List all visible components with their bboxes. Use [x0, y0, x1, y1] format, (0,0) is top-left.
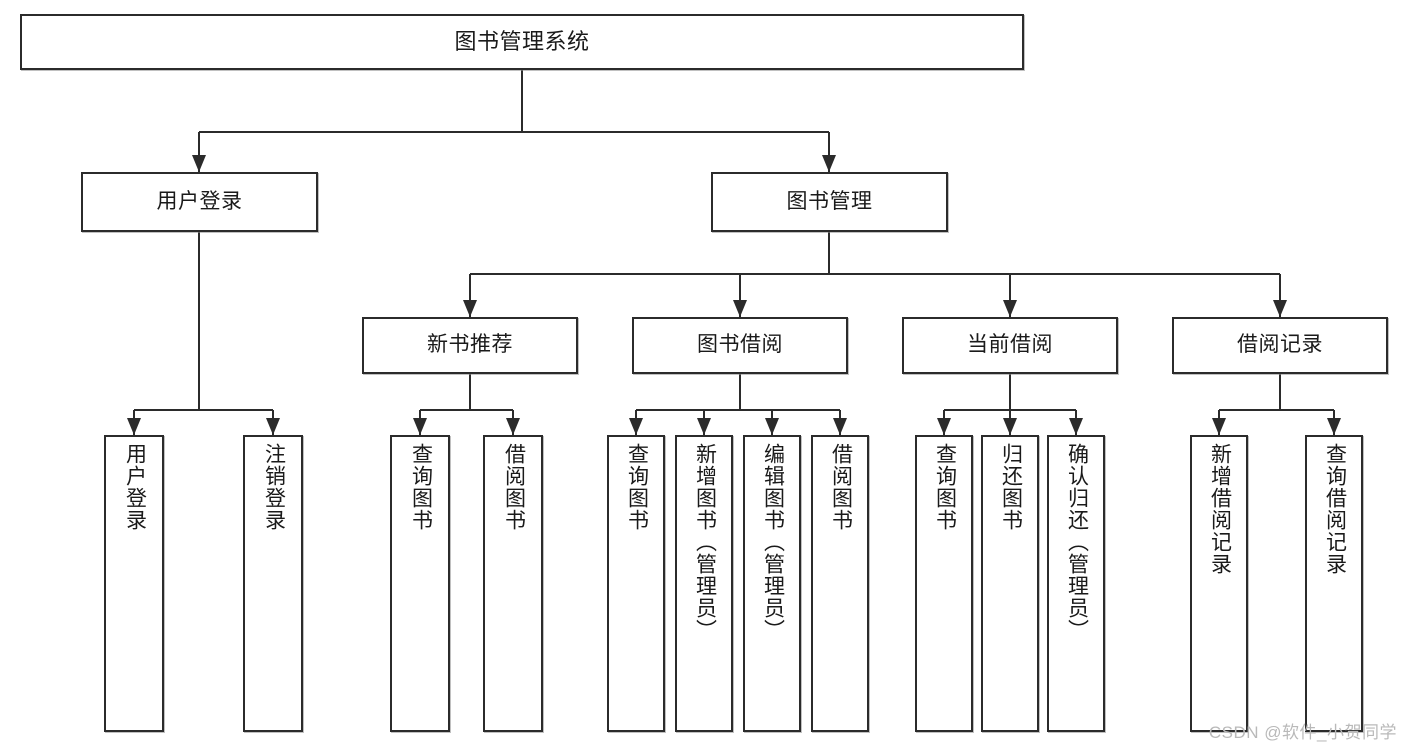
node-user-login[interactable]: 用户登录 [81, 172, 318, 232]
node-label: 当前借阅 [967, 333, 1053, 357]
node-leaf-query-book-3[interactable]: 查询图书 [915, 435, 973, 732]
node-leaf-borrow-book-1[interactable]: 借阅图书 [483, 435, 543, 732]
node-label: 编辑图书（管理员） [761, 443, 785, 641]
node-leaf-query-record[interactable]: 查询借阅记录 [1305, 435, 1363, 732]
node-leaf-edit-book[interactable]: 编辑图书（管理员） [743, 435, 801, 732]
node-leaf-query-book-2[interactable]: 查询图书 [607, 435, 665, 732]
node-label: 借阅图书 [502, 443, 526, 531]
node-leaf-user-login[interactable]: 用户登录 [104, 435, 164, 732]
csdn-watermark: CSDN @软件_小贺同学 [1208, 723, 1397, 742]
node-label: 确认归还（管理员） [1065, 443, 1089, 641]
node-leaf-confirm-return[interactable]: 确认归还（管理员） [1047, 435, 1105, 732]
node-borrow-record[interactable]: 借阅记录 [1172, 317, 1388, 374]
node-label: 注销登录 [262, 443, 286, 531]
node-label: 用户登录 [123, 443, 147, 531]
node-leaf-user-logout[interactable]: 注销登录 [243, 435, 303, 732]
node-label: 新增图书（管理员） [693, 443, 717, 641]
node-label: 图书管理系统 [454, 29, 590, 55]
node-leaf-add-book[interactable]: 新增图书（管理员） [675, 435, 733, 732]
node-leaf-return-book[interactable]: 归还图书 [981, 435, 1039, 732]
node-label: 查询图书 [933, 443, 957, 531]
node-label: 图书借阅 [697, 333, 783, 357]
node-leaf-borrow-book-2[interactable]: 借阅图书 [811, 435, 869, 732]
node-label: 新书推荐 [427, 333, 513, 357]
node-label: 查询图书 [409, 443, 433, 531]
node-leaf-add-record[interactable]: 新增借阅记录 [1190, 435, 1248, 732]
node-book-borrow[interactable]: 图书借阅 [632, 317, 848, 374]
node-label: 用户登录 [156, 189, 243, 213]
node-root[interactable]: 图书管理系统 [20, 14, 1024, 70]
node-new-book-recommend[interactable]: 新书推荐 [362, 317, 578, 374]
node-current-borrow[interactable]: 当前借阅 [902, 317, 1118, 374]
node-label: 查询借阅记录 [1323, 443, 1347, 575]
node-label: 新增借阅记录 [1208, 443, 1232, 575]
node-label: 查询图书 [625, 443, 649, 531]
node-book-manage[interactable]: 图书管理 [711, 172, 948, 232]
node-label: 归还图书 [999, 443, 1023, 531]
node-label: 借阅图书 [829, 443, 853, 531]
node-label: 借阅记录 [1237, 333, 1323, 357]
node-label: 图书管理 [786, 189, 873, 213]
node-leaf-query-book-1[interactable]: 查询图书 [390, 435, 450, 732]
